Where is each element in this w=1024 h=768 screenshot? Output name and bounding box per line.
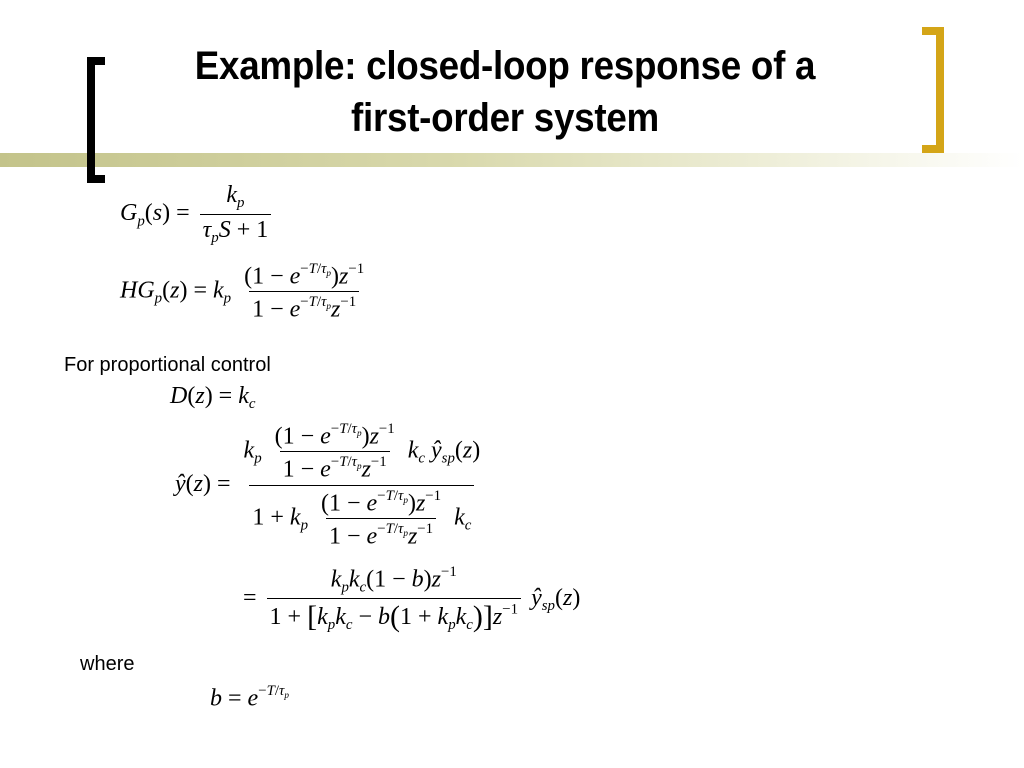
- right-bracket-decoration: [922, 27, 944, 153]
- title-line-2: first-order system: [351, 96, 659, 140]
- title-line-1: Example: closed-loop response of a: [194, 44, 816, 88]
- eq-dz: D(z) = kc: [170, 383, 256, 413]
- slide-title: Example: closed-loop response of a first…: [132, 40, 877, 144]
- eq-b-definition: b = e−T/τp: [210, 683, 289, 712]
- left-bracket-decoration: [87, 57, 105, 183]
- accent-bar: [0, 153, 1024, 167]
- eq-gp-s: Gp(s) = kp τpS + 1: [120, 183, 275, 246]
- eq-hgp-z: HGp(z) = kp (1 − e−T/τp)z−1 1 − e−T/τpz−…: [120, 261, 365, 323]
- for-proportional-control-label: For proportional control: [64, 354, 271, 376]
- where-label: where: [80, 653, 135, 675]
- eq-yhat-simplified: = kpkc(1 − b)z−1 1 + [kpkc − b(1 + kpkc)…: [243, 564, 581, 634]
- eq-yhat-z: ŷ(z) = kp (1 − e−T/τp)z−1 1 − e−T/τpz−1 …: [175, 421, 481, 550]
